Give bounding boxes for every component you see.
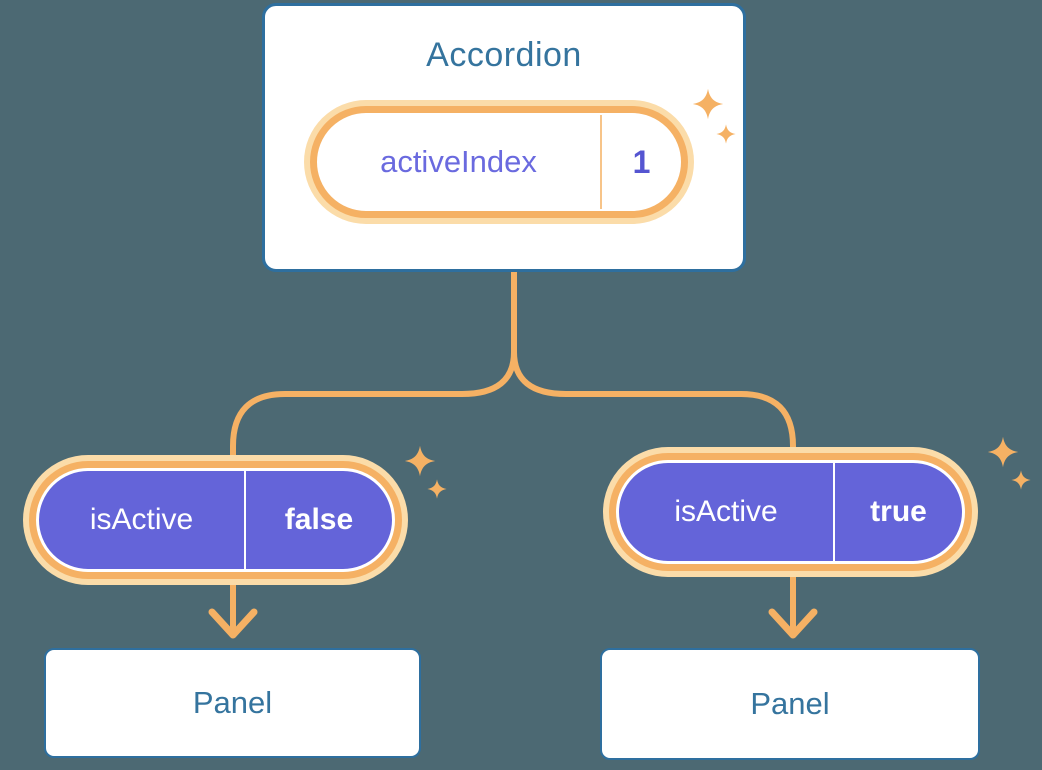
arrow-down-icon [768, 608, 818, 639]
panel-title: Panel [750, 686, 830, 721]
panel-box-right: Panel [600, 648, 980, 760]
sparkle-icon [987, 436, 1031, 490]
prop-pill-isactive-left: isActive false [36, 468, 395, 572]
state-pill-label: activeIndex [380, 144, 537, 179]
state-pill-value: 1 [632, 143, 651, 180]
prop-pill-value: false [284, 503, 354, 536]
pill-divider [833, 463, 835, 561]
prop-pill-isactive-right: isActive true [616, 460, 965, 564]
sparkle-icon [404, 445, 447, 499]
panel-title: Panel [192, 685, 273, 720]
prop-pill-value: true [870, 495, 927, 528]
accordion-title: Accordion [426, 36, 582, 74]
arrow-down-icon [208, 608, 258, 639]
pill-divider [600, 115, 602, 209]
prop-pill-label: isActive [674, 495, 778, 528]
prop-pill-label: isActive [89, 503, 194, 536]
accordion-component-box: Accordion activeIndex 1 [262, 3, 746, 272]
state-pill-activeindex: activeIndex 1 [310, 106, 688, 218]
panel-box-left: Panel [44, 648, 421, 758]
